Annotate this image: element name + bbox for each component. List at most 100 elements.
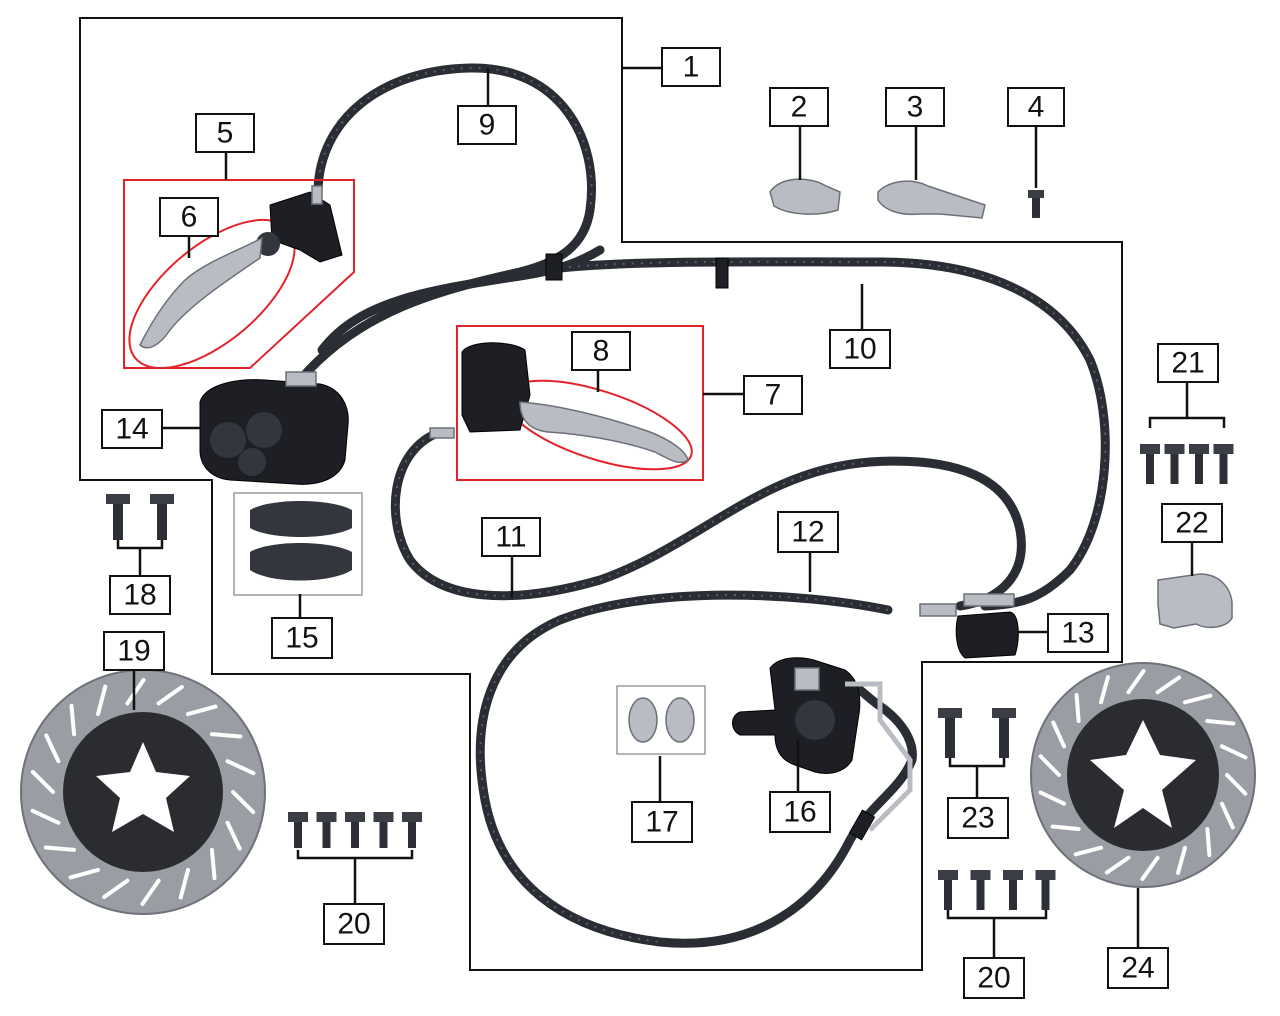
disc-slot — [209, 732, 243, 739]
callout-label: 9 — [479, 109, 496, 142]
bolt-shank — [1170, 454, 1179, 484]
disc-slot — [1225, 773, 1248, 796]
bolt-head — [345, 812, 365, 822]
callout-22: 22 — [1161, 503, 1223, 543]
hose-junction — [919, 593, 1019, 659]
callout-label: 5 — [217, 117, 234, 150]
callout-label: 19 — [117, 635, 150, 668]
disc-slot — [1099, 675, 1110, 705]
disc-slot — [1205, 719, 1236, 726]
disc-slot — [1038, 790, 1067, 806]
rear-master-cylinder — [429, 325, 704, 481]
callout-14: 14 — [101, 409, 163, 449]
disc-slot — [140, 878, 161, 906]
disc-slot — [1074, 692, 1081, 724]
disc-slot — [209, 847, 217, 881]
bolt-head — [1164, 444, 1185, 454]
bolt-head — [1140, 444, 1160, 454]
callout-4: 4 — [1007, 87, 1065, 127]
callout-10: 10 — [829, 329, 891, 369]
bolt-shank — [351, 822, 359, 848]
callout-8: 8 — [571, 331, 631, 371]
callout-label: 24 — [1121, 952, 1154, 985]
callout-15: 15 — [271, 617, 333, 659]
callout-label: 15 — [285, 622, 318, 655]
bolt-shank — [944, 880, 952, 910]
bolt-shank — [1146, 454, 1154, 484]
callout-label: 2 — [791, 91, 808, 124]
callout-7: 7 — [743, 375, 803, 415]
bolt-head — [970, 870, 991, 880]
hose-9 — [295, 63, 605, 385]
disc-slot — [1126, 669, 1146, 695]
callout-label: 13 — [1061, 617, 1094, 650]
callout-17: 17 — [631, 801, 693, 843]
bolt-head — [402, 812, 422, 822]
disc-slot — [43, 845, 77, 852]
hose-11 — [390, 427, 1026, 611]
disc-slot — [102, 878, 130, 900]
callout-6: 6 — [159, 197, 219, 237]
bolt-head — [1189, 444, 1209, 454]
rear-caliper — [732, 657, 913, 832]
callout-label: 23 — [961, 802, 994, 835]
callout-12: 12 — [777, 511, 839, 553]
disc-slot — [1183, 693, 1213, 705]
disc-slot — [68, 867, 100, 880]
callout-label: 18 — [123, 579, 156, 612]
disc-slot — [1140, 855, 1160, 881]
disc-slot — [1155, 675, 1182, 695]
callout-label: 12 — [791, 516, 824, 549]
disc-slot — [1051, 720, 1067, 749]
disc-slot — [231, 790, 256, 815]
bolts-23 — [938, 708, 1016, 758]
bolts-20-right — [938, 870, 1056, 910]
bolt-head — [373, 812, 394, 822]
rear-brake-disc — [1030, 662, 1256, 888]
callout-label: 8 — [593, 335, 610, 368]
bolt-head — [1035, 870, 1056, 880]
disc-slot — [1104, 855, 1131, 875]
assembly-outline — [79, 17, 1123, 971]
disc-slot — [1205, 826, 1212, 858]
disc-slot — [1219, 744, 1248, 760]
bolt-shank — [294, 822, 302, 848]
disc-slot — [1050, 824, 1081, 831]
callout-19: 19 — [103, 631, 165, 671]
disc-slot — [96, 684, 108, 717]
bolts-18 — [106, 494, 174, 540]
highlight-frame-5 — [123, 179, 355, 369]
callout-label: 20 — [337, 908, 370, 941]
callout-label: 7 — [765, 379, 782, 412]
front-master-cylinder — [123, 179, 355, 370]
callout-label: 4 — [1028, 91, 1045, 124]
disc-slot — [225, 759, 256, 776]
disc-slot — [1176, 845, 1187, 875]
callout-label: 16 — [783, 796, 816, 829]
callout-2: 2 — [769, 87, 829, 127]
bolt-head — [1003, 870, 1023, 880]
bolt-shank — [322, 822, 331, 848]
callout-11: 11 — [481, 517, 541, 557]
bolt-shank — [408, 822, 416, 848]
hose-bracket — [877, 180, 986, 219]
callout-label: 11 — [495, 521, 526, 554]
callout-label: 17 — [645, 806, 678, 839]
callout-23: 23 — [947, 797, 1009, 839]
bolt-head — [288, 812, 308, 822]
bolt-shank — [1009, 880, 1017, 910]
hose-12 — [475, 590, 917, 948]
callout-label: 3 — [907, 91, 924, 124]
disc-slot — [186, 704, 218, 717]
callout-20-left: 20 — [323, 903, 385, 945]
callout-label: 21 — [1171, 347, 1204, 380]
disc-slot — [178, 867, 190, 900]
front-brake-disc — [20, 669, 266, 915]
disc-slot — [44, 733, 61, 764]
leader-lines — [116, 66, 1226, 958]
bolts-21 — [1140, 444, 1234, 484]
callout-16: 16 — [769, 791, 831, 833]
hose-clamp — [769, 178, 841, 215]
callout-label: 14 — [115, 413, 148, 446]
